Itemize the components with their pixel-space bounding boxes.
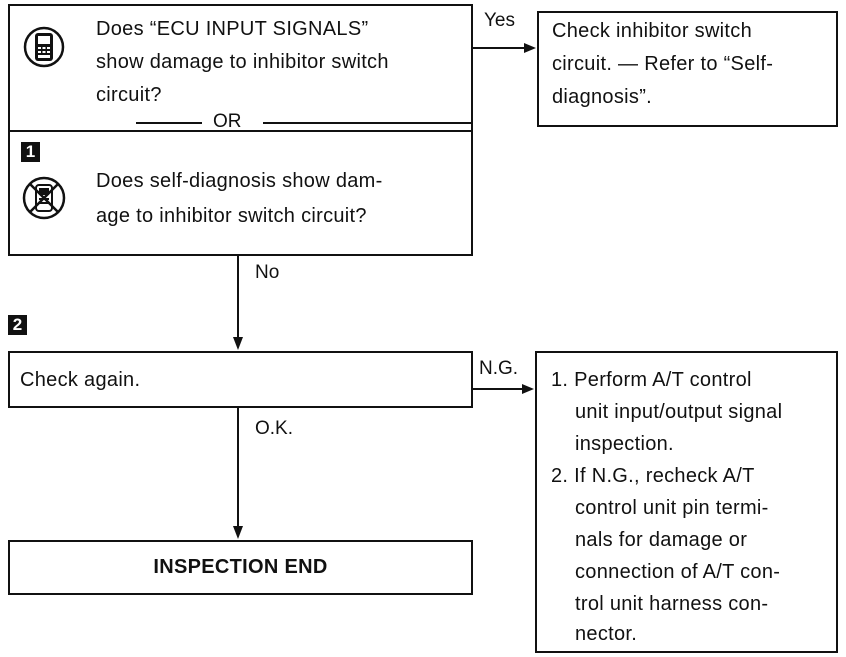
no-tester-icon [22, 176, 66, 220]
consult-tester-icon [23, 26, 65, 68]
ng-item2-line-1: 2. If N.G., recheck A/T [551, 465, 755, 487]
no-arrowhead [233, 337, 243, 350]
ng-arrowhead [522, 384, 534, 394]
ng-item1-line-3: inspection. [575, 433, 674, 455]
ng-item2-line-6: nector. [575, 623, 638, 645]
inspection-end-box: INSPECTION END [8, 540, 473, 595]
ok-label: O.K. [255, 418, 294, 439]
or-rule-right [263, 122, 473, 124]
q2-line-2: age to inhibitor switch circuit? [96, 205, 367, 227]
yes-label: Yes [484, 10, 515, 31]
or-label: OR [213, 111, 242, 132]
yes-arrowhead [524, 43, 536, 53]
question-divider [10, 130, 471, 132]
or-rule-left [136, 122, 202, 124]
ng-item2-line-5: trol unit harness con- [575, 593, 769, 615]
question-box: Does “ECU INPUT SIGNALS” show damage to … [8, 4, 473, 256]
q2-line-1: Does self-diagnosis show dam- [96, 170, 383, 192]
ng-result-box: 1. Perform A/T control unit input/output… [535, 351, 838, 653]
step-number-2: 2 [8, 315, 27, 335]
check-again-label: Check again. [20, 369, 141, 391]
q1-line-1: Does “ECU INPUT SIGNALS” [96, 18, 369, 40]
no-label: No [255, 262, 280, 283]
q1-line-2: show damage to inhibitor switch [96, 51, 389, 73]
ng-item2-line-2: control unit pin termi- [575, 497, 769, 519]
yes-line-3: diagnosis”. [552, 86, 653, 108]
check-again-box: Check again. [8, 351, 473, 408]
q1-line-3: circuit? [96, 84, 162, 106]
ng-item2-line-4: connection of A/T con- [575, 561, 781, 583]
yes-line-1: Check inhibitor switch [552, 20, 753, 42]
ng-item1-line-2: unit input/output signal [575, 401, 783, 423]
ok-arrowhead [233, 526, 243, 539]
yes-line-2: circuit. — Refer to “Self- [552, 53, 774, 75]
inspection-end-label: INSPECTION END [153, 556, 328, 578]
ng-label: N.G. [479, 358, 519, 379]
yes-result-box: Check inhibitor switch circuit. — Refer … [537, 11, 838, 127]
ng-item1-line-1: 1. Perform A/T control [551, 369, 752, 391]
step-number-1: 1 [21, 142, 40, 162]
ng-item2-line-3: nals for damage or [575, 529, 748, 551]
